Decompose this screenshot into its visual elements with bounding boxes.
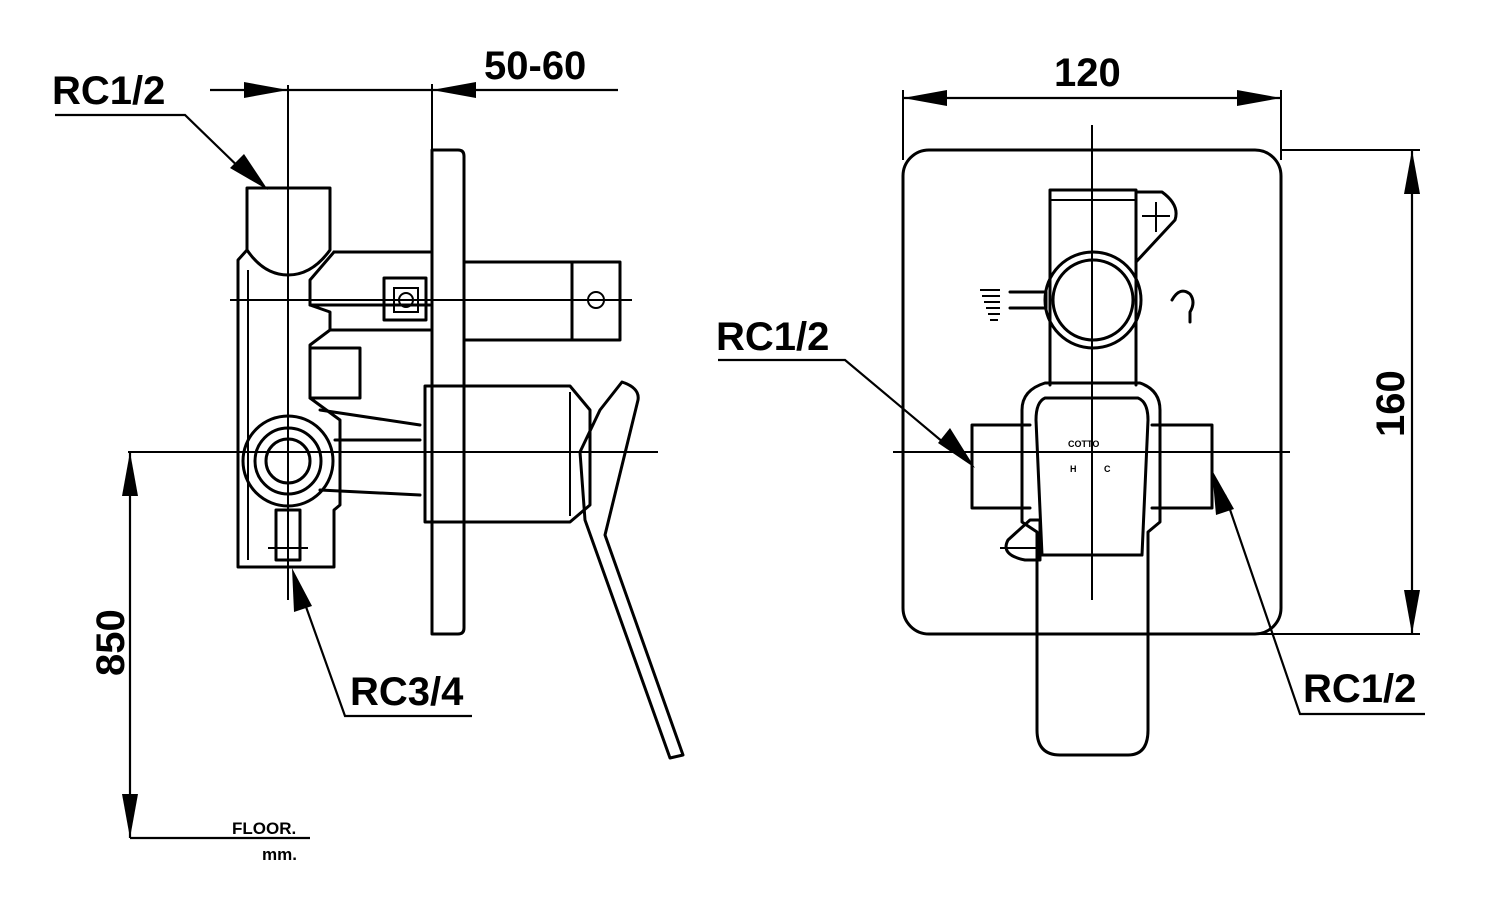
side-top-inlet-socket <box>245 186 332 277</box>
front-width-label: 120 <box>1054 51 1121 95</box>
front-height-arrow-bottom <box>1404 590 1420 634</box>
cold-mark: C <box>1104 464 1111 474</box>
hot-mark: H <box>1070 464 1077 474</box>
front-pin-thread <box>980 289 1000 321</box>
front-view: COTTO H C 120 160 RC1/2 RC1/2 <box>716 51 1425 757</box>
front-lower-screw <box>1004 518 1042 562</box>
side-bottom-outlet <box>274 508 302 562</box>
side-top-inlet-arrow <box>230 154 268 190</box>
front-width-arrow-right <box>1237 90 1281 106</box>
front-handle-face <box>1034 396 1150 557</box>
front-left-inlet <box>970 423 1032 510</box>
side-square-fitting <box>382 276 428 322</box>
side-outlet-leader <box>298 589 472 718</box>
side-depth-arrow-right <box>432 82 476 98</box>
front-handle-body <box>1020 381 1162 757</box>
side-top-inlet-label: RC1/2 <box>52 69 165 113</box>
front-height-label: 160 <box>1369 370 1413 437</box>
side-height-label: 850 <box>89 609 133 676</box>
front-right-inlet-arrow <box>1212 470 1234 515</box>
units-label: mm. <box>262 845 297 864</box>
front-diverter-ring-inner <box>1051 258 1135 342</box>
front-left-inlet-arrow <box>938 428 975 468</box>
side-outlet-ring-outer <box>241 414 335 508</box>
side-cover-plate <box>430 148 466 636</box>
side-square-fitting-hole <box>398 292 414 308</box>
side-body-bridge <box>318 408 422 497</box>
side-outlet-arrow <box>292 568 312 612</box>
floor-label: FLOOR. <box>232 819 296 838</box>
side-handle-hub <box>423 384 592 524</box>
front-right-inlet-label: RC1/2 <box>1303 667 1416 711</box>
side-outlet-label: RC3/4 <box>350 670 464 714</box>
front-right-inlet <box>1150 423 1214 510</box>
front-right-inlet-leader <box>1223 494 1425 716</box>
side-upper-spindle-hole <box>587 291 605 309</box>
front-height-arrow-top <box>1404 150 1420 194</box>
side-upper-spindle-cap <box>570 260 622 342</box>
side-depth-arrow-left <box>244 82 288 98</box>
side-square-fitting-inner <box>393 287 419 313</box>
front-width-arrow-left <box>903 90 947 106</box>
front-diverter-pin <box>1008 290 1048 310</box>
front-left-inlet-leader <box>718 358 951 449</box>
brand-mark: COTTO <box>1068 439 1099 449</box>
side-lever-handle <box>578 380 685 760</box>
side-view: 50-60 RC1/2 RC3/4 850 FLOOR. mm. <box>52 44 685 864</box>
side-depth-label: 50-60 <box>484 44 586 88</box>
front-upper-lug <box>1134 190 1178 264</box>
side-top-inlet-leader <box>55 113 251 179</box>
side-height-arrow-bottom <box>122 794 138 838</box>
side-height-arrow-top <box>122 452 138 496</box>
hand-shower-icon <box>1170 289 1195 324</box>
side-outlet-ring-inner <box>264 437 312 485</box>
front-left-inlet-label: RC1/2 <box>716 315 829 359</box>
side-outlet-ring-mid <box>253 426 323 496</box>
front-upper-body <box>1048 188 1138 387</box>
side-body-connector <box>308 250 432 400</box>
